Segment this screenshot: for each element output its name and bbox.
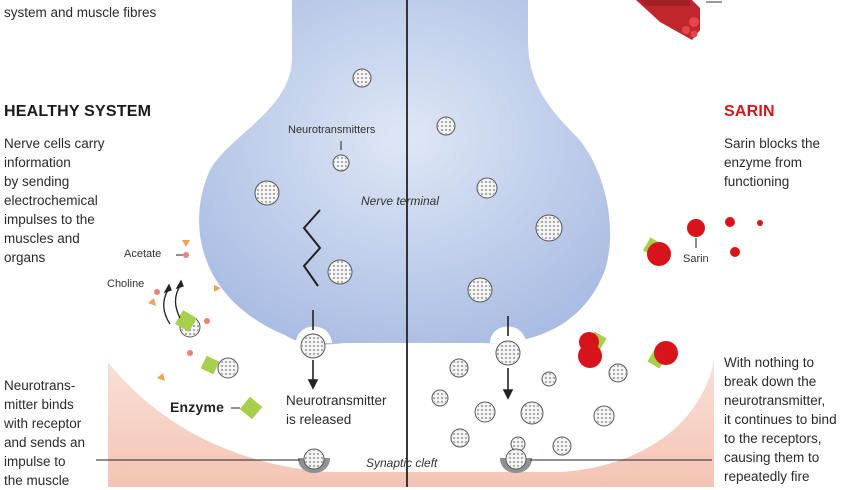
choline-label: Choline (107, 278, 145, 290)
sarin-molecules (578, 217, 763, 368)
healthy-description: Nerve cells carry information by sending… (4, 136, 105, 265)
vesicle (254, 180, 280, 206)
binds-note: Neurotrans- mitter binds with receptor a… (4, 378, 86, 488)
choline-particles (154, 252, 210, 356)
nerve-terminal-label: Nerve terminal (361, 194, 440, 208)
enzyme-label: Enzyme (170, 399, 225, 415)
vesicle (474, 401, 496, 423)
vesicle (541, 371, 557, 387)
vesicle (352, 68, 372, 88)
sarin-description: Sarin blocks the enzyme from functioning (724, 136, 821, 189)
impulse-zigzag (302, 209, 322, 287)
nerve-terminal (199, 0, 611, 345)
vesicle (552, 436, 572, 456)
neurotransmitters-label: Neurotransmitters (288, 124, 376, 136)
vesicle (476, 177, 498, 199)
vesicle (608, 363, 628, 383)
vesicle (431, 389, 449, 407)
receptor-healthy (298, 448, 330, 473)
vesicle (450, 428, 470, 448)
choline-arrows (163, 279, 184, 325)
vesicle (300, 333, 326, 359)
release-arrows (307, 310, 514, 400)
intro-text: system and muscle fibres (4, 5, 157, 20)
sarin-label: Sarin (683, 253, 709, 265)
synaptic-cleft-label: Synaptic cleft (366, 456, 438, 470)
muscle-tissue (108, 360, 714, 487)
receptor-sarin (500, 448, 532, 473)
vesicle (327, 259, 353, 285)
released-label: Neurotransmitter is released (286, 393, 387, 427)
vesicles (179, 68, 628, 456)
vesicle (520, 401, 544, 425)
acetate-label: Acetate (124, 248, 162, 260)
sarin-heading: SARIN (724, 103, 775, 120)
vesicle (467, 277, 493, 303)
healthy-heading: HEALTHY SYSTEM (4, 103, 152, 120)
acetate-particles (148, 240, 221, 381)
vesicle (436, 116, 456, 136)
muscle-fibre-icon (636, 0, 722, 40)
vesicle (593, 405, 615, 427)
vesicle (535, 214, 563, 242)
vesicle (495, 340, 521, 366)
vesicle (332, 154, 350, 172)
vesicle (449, 358, 469, 378)
sarin-effect-note: With nothing to break down the neurotran… (724, 355, 837, 484)
vesicle (217, 357, 239, 379)
vesicle (510, 436, 526, 452)
